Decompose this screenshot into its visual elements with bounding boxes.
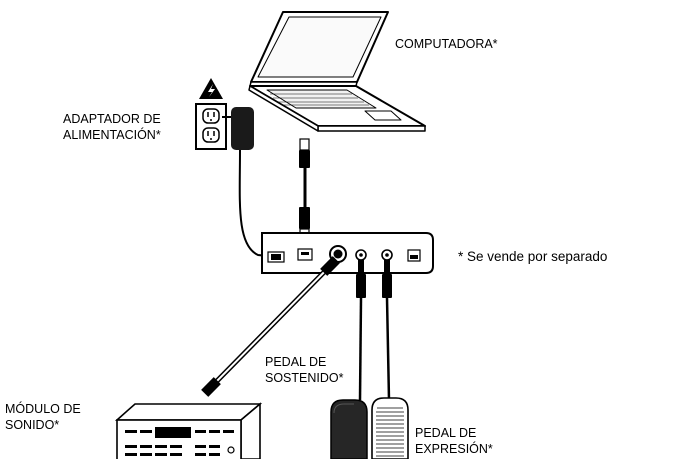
module-label-line1: MÓDULO DE — [5, 402, 81, 416]
expression-label-line2: EXPRESIÓN* — [415, 442, 493, 456]
expression-jack — [381, 249, 393, 261]
sustain-jack — [355, 249, 367, 261]
interface-box — [261, 232, 434, 274]
power-cable — [238, 149, 269, 257]
adapter-label-line1: ADAPTADOR DE — [63, 112, 161, 126]
usb-cable — [299, 138, 310, 242]
sound-module-display — [125, 427, 235, 456]
expression-label-line1: PEDAL DE — [415, 426, 477, 440]
midi-cable — [201, 256, 340, 397]
sustain-label-line1: PEDAL DE — [265, 355, 327, 369]
expression-pedal — [371, 397, 409, 459]
sustain-pedal — [330, 399, 368, 459]
footnote: * Se vende por separado — [458, 249, 608, 264]
laptop-keys — [270, 93, 369, 106]
laptop-illustration — [248, 11, 426, 132]
computer-label: COMPUTADORA* — [395, 37, 498, 51]
sustain-label-line2: SOSTENIDO* — [265, 371, 344, 385]
adapter-label-line2: ALIMENTACIÓN* — [63, 128, 161, 142]
usb-port — [297, 248, 313, 261]
expression-pedal-cable — [382, 260, 392, 401]
sustain-pedal-cable — [356, 260, 366, 401]
power-port — [267, 251, 285, 263]
power-adapter — [222, 107, 254, 150]
module-label-line2: SONIDO* — [5, 418, 60, 432]
warning-icon — [199, 78, 223, 99]
wall-outlet-icon — [195, 103, 227, 150]
sound-module — [114, 402, 263, 459]
power-switch — [407, 249, 421, 262]
